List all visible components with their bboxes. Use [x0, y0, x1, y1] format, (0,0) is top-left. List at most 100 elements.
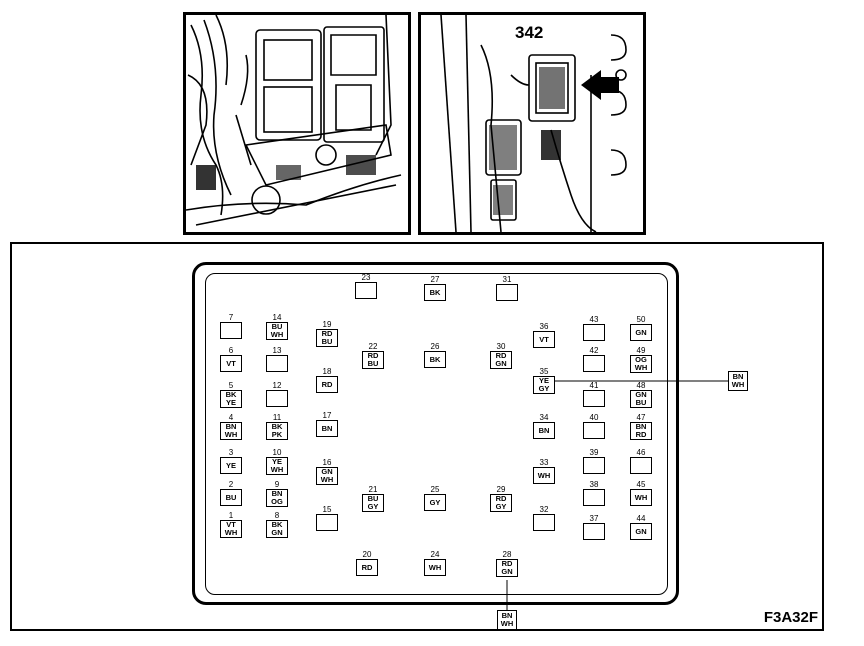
- pin-31: 31: [496, 275, 518, 301]
- pin-number: 27: [430, 275, 440, 284]
- pin-number: 12: [272, 381, 282, 390]
- wire-color-code: GN: [271, 528, 283, 537]
- pin-number: 38: [589, 480, 599, 489]
- wire-color-code: BU: [367, 494, 379, 503]
- wire-color-code: RD: [367, 351, 379, 360]
- wire-color-code: OG: [635, 355, 647, 364]
- wire-color-code: WH: [634, 363, 648, 372]
- connector-housing-inner: [205, 273, 668, 595]
- pin-number: 39: [589, 448, 599, 457]
- wire-color-code: BK: [271, 520, 283, 529]
- pin-number: 49: [636, 346, 646, 355]
- pin-terminal: [220, 322, 242, 339]
- pin-number: 41: [589, 381, 599, 390]
- pin-terminal: [496, 284, 518, 301]
- pin-42: 42: [583, 346, 605, 372]
- engine-bay-illustration: [186, 15, 402, 226]
- pin-terminal: WH: [533, 467, 555, 484]
- wire-color-code: RD: [321, 379, 333, 389]
- pin-terminal: [583, 457, 605, 474]
- wire-color-code: BU: [635, 398, 647, 407]
- pin-number: 5: [228, 381, 234, 390]
- wire-color-code: BU: [225, 492, 237, 502]
- pin-number: 17: [322, 411, 332, 420]
- wire-color-code: WH: [634, 492, 648, 502]
- wire-color-code: BN: [635, 422, 647, 431]
- wire-color-code: RD: [321, 329, 333, 338]
- pin-number: 34: [539, 413, 549, 422]
- wire-color-code: GN: [495, 359, 507, 368]
- pin-7: 7: [220, 313, 242, 339]
- pin-number: 47: [636, 413, 646, 422]
- wire-color-code: BN: [538, 425, 550, 435]
- pin-number: 48: [636, 381, 646, 390]
- pin-terminal: BN: [533, 422, 555, 439]
- pin-terminal: WH: [424, 559, 446, 576]
- pin-terminal: [533, 514, 555, 531]
- engine-bay-photo: [183, 12, 411, 235]
- wire-color-code: RD: [635, 430, 647, 439]
- wire-color-code: BK: [271, 422, 283, 431]
- pin-number: 29: [496, 485, 506, 494]
- pin-13: 13: [266, 346, 288, 372]
- pin-number: 11: [272, 413, 282, 422]
- pin-number: 37: [589, 514, 599, 523]
- pin-number: 7: [228, 313, 234, 322]
- pin-terminal: [583, 355, 605, 372]
- pin-number: 28: [502, 550, 512, 559]
- pin-number: 3: [228, 448, 234, 457]
- wire-color-code: BU: [367, 359, 379, 368]
- pin-number: 30: [496, 342, 506, 351]
- pin-terminal: VT: [533, 331, 555, 348]
- pin-number: 13: [272, 346, 282, 355]
- pin-terminal: VT: [220, 355, 242, 372]
- pin-number: 43: [589, 315, 599, 324]
- pin-terminal: [316, 514, 338, 531]
- pin-number: 42: [589, 346, 599, 355]
- pin-terminal: GY: [424, 494, 446, 511]
- pin-number: 20: [362, 550, 372, 559]
- pin-32: 32: [533, 505, 555, 531]
- wire-color-code: BN: [271, 489, 283, 498]
- wire-color-code: RD: [495, 351, 507, 360]
- wire-color-code: GN: [501, 567, 513, 576]
- pin-number: 35: [539, 367, 549, 376]
- pin-number: 33: [539, 458, 549, 467]
- pin-number: 21: [368, 485, 378, 494]
- wire-color-code: YE: [225, 398, 236, 407]
- wire-color-code: WH: [270, 330, 284, 339]
- wire-color-code: YE: [225, 460, 236, 470]
- connector-diagram-frame: [10, 242, 824, 631]
- wire-color-code: WH: [500, 619, 514, 628]
- pin-terminal: [630, 457, 652, 474]
- pin-terminal: YE: [220, 457, 242, 474]
- pin-number: 19: [322, 320, 332, 329]
- pin-terminal: [583, 324, 605, 341]
- wire-color-code: OG: [271, 497, 283, 506]
- pin-37: 37: [583, 514, 605, 540]
